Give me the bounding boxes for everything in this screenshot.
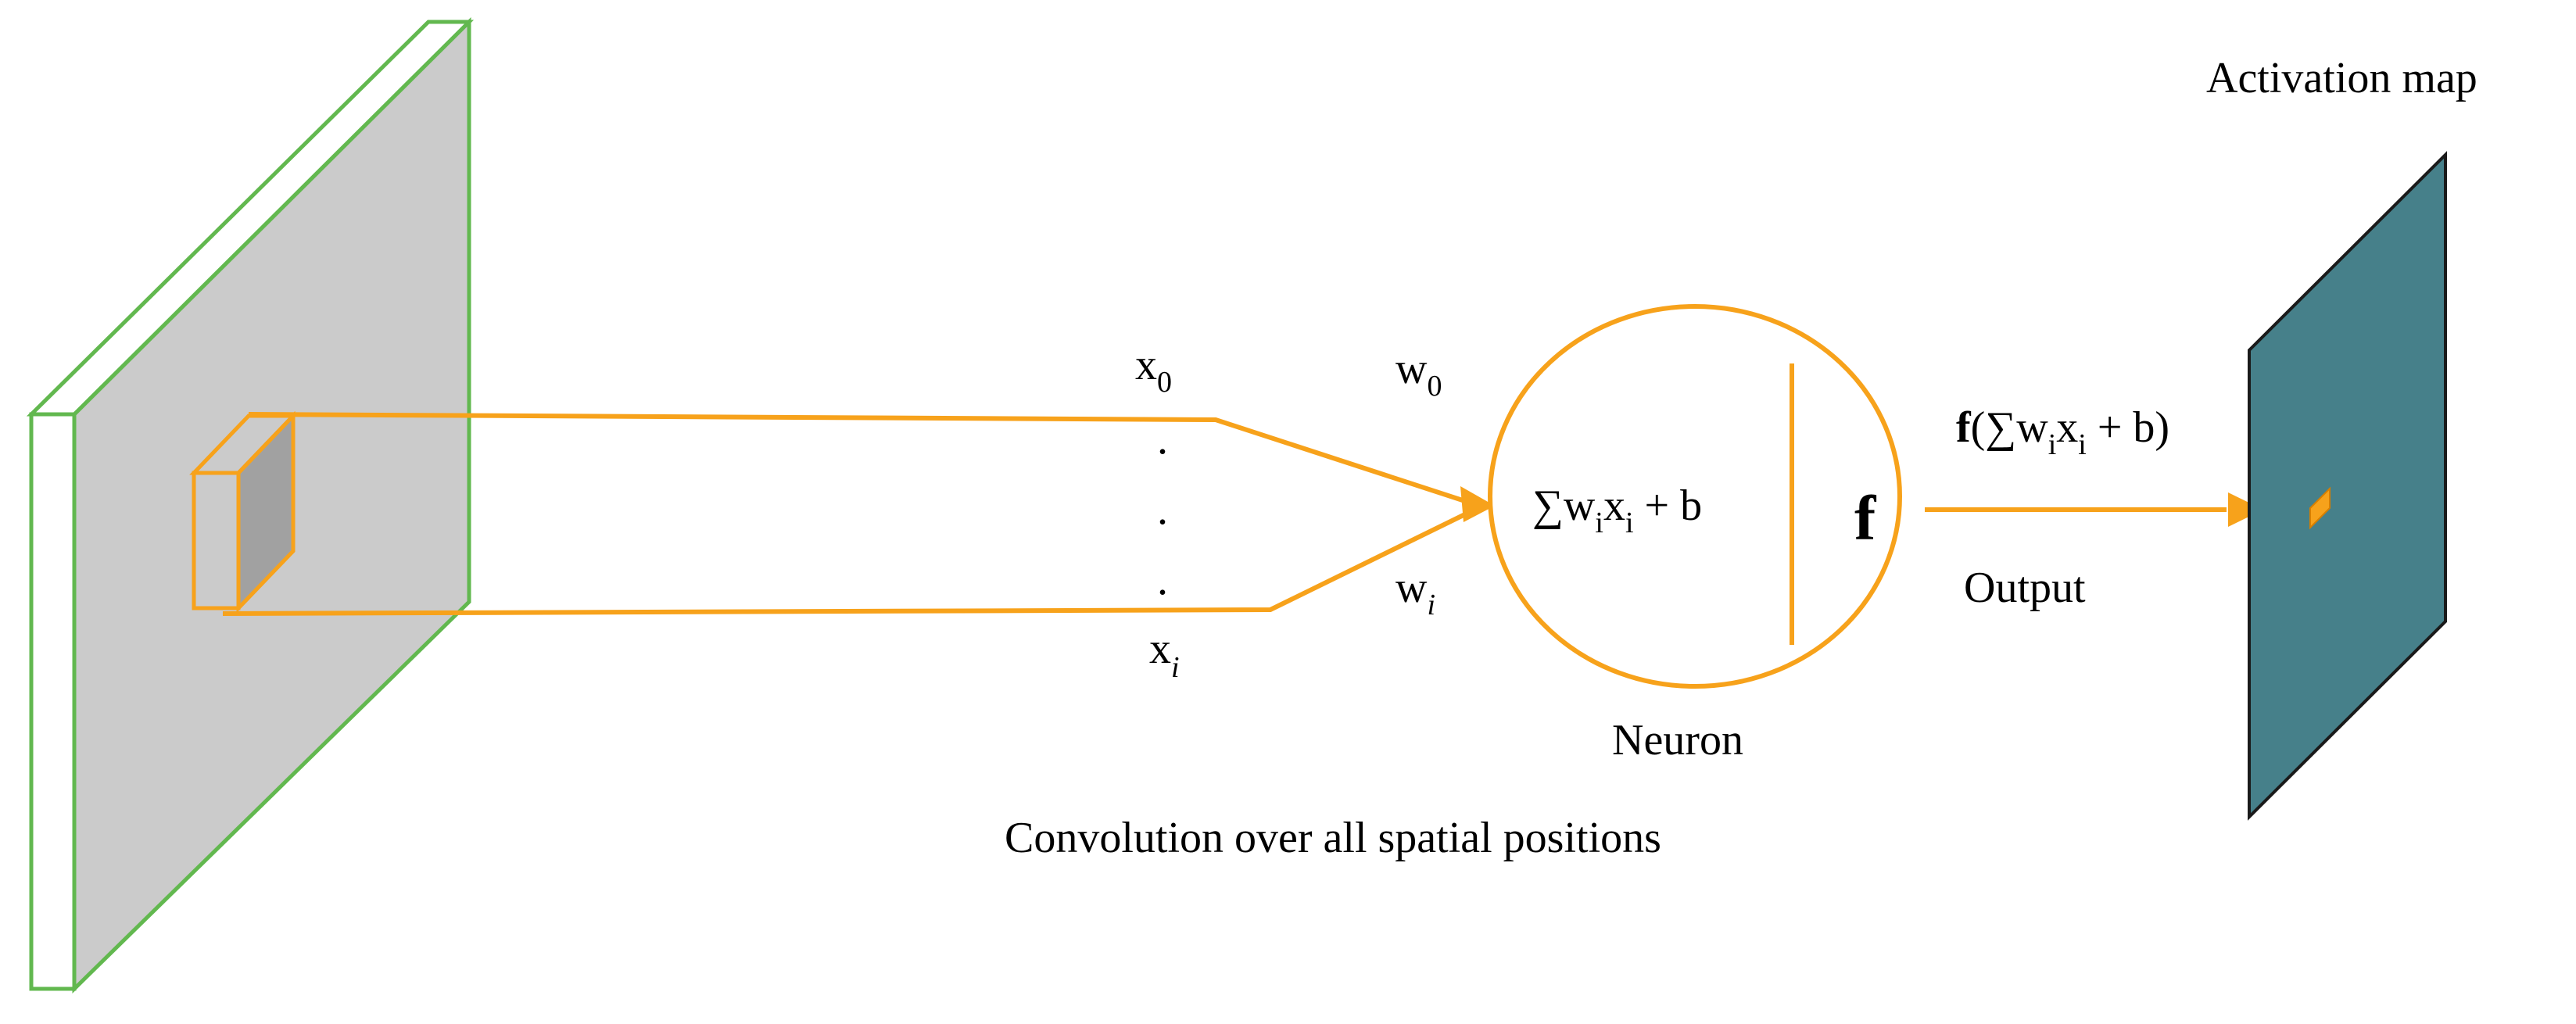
neuron: ∑wixi + b f [1488,304,1902,689]
convolution-caption: Convolution over all spatial positions [1005,814,1661,862]
wi-label: wi [1395,564,1435,621]
top-connection-line [248,412,1471,505]
weighted-sum-formula: ∑wixi + b [1532,482,1702,539]
filter-cube-side [192,471,241,610]
output-formula: f(∑wixi + b) [1956,403,2169,461]
bottom-connection-line [222,510,1471,616]
dot-1: . [1157,415,1168,464]
w0-label: w0 [1395,345,1442,403]
x0-label: x0 [1135,341,1172,399]
dot-3: . [1157,556,1168,604]
dot-2: . [1157,485,1168,534]
input-volume-side-face [29,412,77,991]
input-arrow-head [1460,486,1495,522]
activation-function-symbol: f [1854,482,1877,553]
activation-map-label: Activation map [2206,54,2477,102]
activation-map-cell [2309,486,2331,530]
activation-map-plane [2248,151,2447,821]
neuron-label: Neuron [1612,716,1743,764]
xi-label: xi [1149,625,1180,684]
output-label: Output [1964,564,2086,612]
output-arrow-head [2228,492,2263,527]
neuron-circle [1488,304,1902,689]
activation-map [2248,151,2447,821]
